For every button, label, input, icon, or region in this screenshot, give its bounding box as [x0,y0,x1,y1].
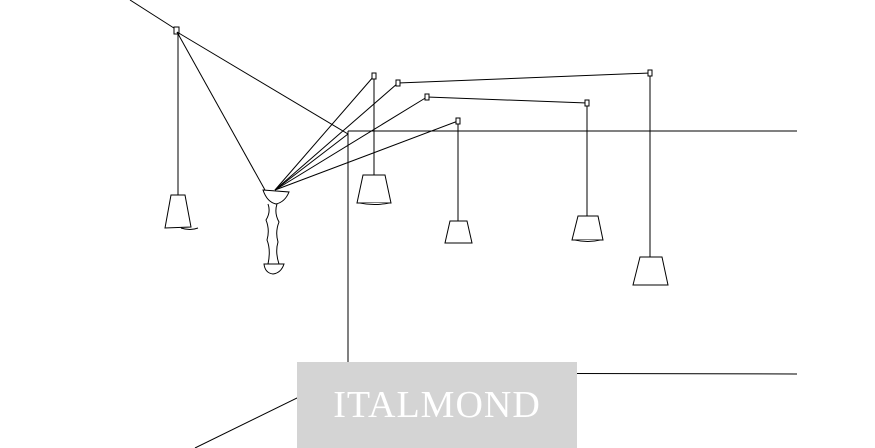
watermark-overlay: ITALMOND [297,362,577,448]
hook-set [371,69,653,125]
watermark-text: ITALMOND [333,384,541,426]
cable-run-far [397,72,651,84]
pendant-lamp-icon [356,174,392,205]
cable-anchor-to-base [176,31,349,135]
ceiling-hook-icon [647,69,653,77]
ceiling-hook-icon [424,93,430,101]
anchor-cable [129,0,178,31]
cable-fan [274,75,459,191]
ceiling-hook-icon [455,117,461,125]
pendant-lamp-icon [164,194,199,230]
lamp-base-stand-icon [262,189,290,275]
pendant-lamp-icon [632,256,669,286]
ceiling-hook-icon [395,79,401,87]
pendant-lamp-icon [571,215,604,242]
ceiling-hook-icon [371,72,377,80]
cable-anchor-to-stand [176,31,266,191]
ceiling-hook-icon [584,99,590,107]
ceiling-hook-icon [173,26,180,35]
cable-run-mid [426,96,588,104]
pendant-lamp-icon [444,220,473,244]
